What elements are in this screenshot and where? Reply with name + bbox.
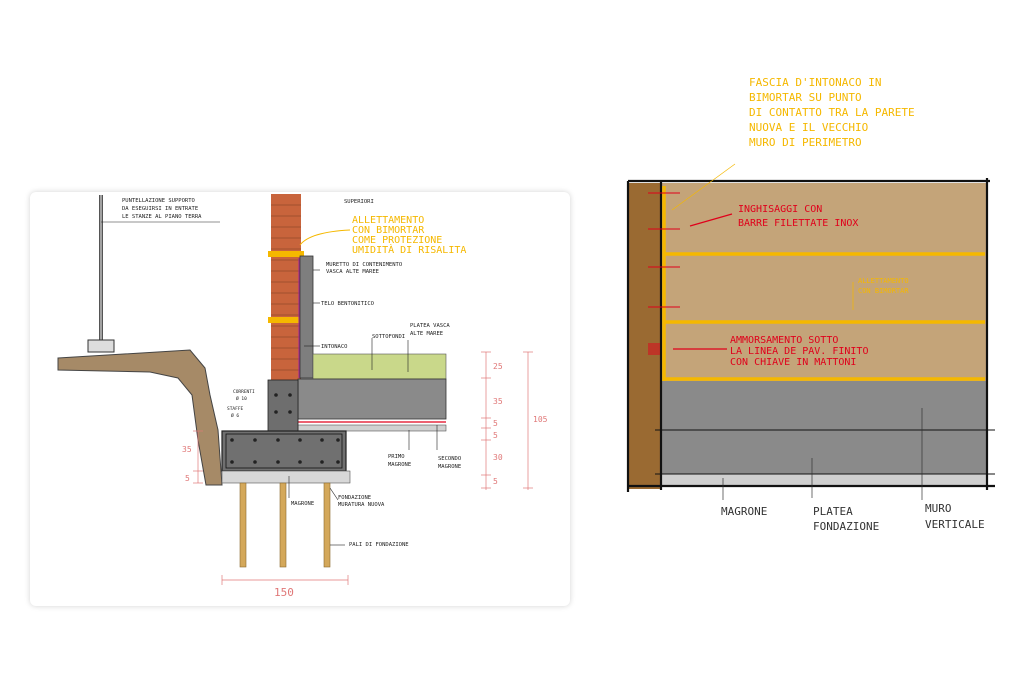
wall-base <box>267 379 299 433</box>
note-fondazione-1: FONDAZIONE <box>338 495 371 501</box>
bottom-labels: MAGRONE PLATEA FONDAZIONE MURO VERTICALE <box>721 502 985 533</box>
note-correnti-1: CORRENTI <box>233 389 255 395</box>
shore-base <box>87 339 115 353</box>
pile-1 <box>239 482 247 568</box>
brick-wall <box>271 194 301 380</box>
svg-text:BARRE FILETTATE INOX: BARRE FILETTATE INOX <box>738 218 858 229</box>
note-muretto-1: MURETTO DI CONTENIMENTO <box>326 262 402 268</box>
note-primo-magrone-2: MAGRONE <box>388 462 411 468</box>
fascia-note: FASCIA D'INTONACO IN BIMORTAR SU PUNTO D… <box>749 76 915 149</box>
svg-text:ALLETTAMENTO: ALLETTAMENTO <box>858 277 909 285</box>
svg-text:VERTICALE: VERTICALE <box>925 518 985 531</box>
svg-text:CON BIMORTAR: CON BIMORTAR <box>352 225 425 236</box>
note-primo-magrone-1: PRIMO <box>388 454 405 460</box>
brick-key <box>648 343 660 355</box>
dimension-labels: 25 35 5 5 30 5 105 35 5 150 <box>182 362 548 599</box>
note-pali: PALI DI FONDAZIONE <box>349 542 409 548</box>
note-staffe-2: Ø 6 <box>231 412 239 419</box>
svg-text:5: 5 <box>493 431 498 440</box>
svg-text:COME PROTEZIONE: COME PROTEZIONE <box>352 235 442 246</box>
svg-text:35: 35 <box>182 445 192 454</box>
svg-text:CON CHIAVE IN MATTONI: CON CHIAVE IN MATTONI <box>730 357 856 368</box>
leader-lines <box>101 221 438 546</box>
svg-text:MURO DI PERIMETRO: MURO DI PERIMETRO <box>749 136 862 149</box>
terrain <box>57 349 223 486</box>
right-elevation-drawing <box>626 163 995 500</box>
bimortar-joints <box>662 186 985 381</box>
note-puntellazione-1: PUNTELLAZIONE SUPPORTO <box>122 198 195 204</box>
dimension-lines <box>193 351 533 585</box>
lean-layer <box>661 474 987 486</box>
svg-text:35: 35 <box>493 397 503 406</box>
note-platea-1: PLATEA VASCA <box>410 323 450 329</box>
note-superiori: SUPERIORI <box>344 199 374 205</box>
svg-text:NUOVA E IL VECCHIO: NUOVA E IL VECCHIO <box>749 121 868 134</box>
svg-text:DI CONTATTO TRA LA PARETE: DI CONTATTO TRA LA PARETE <box>749 106 915 119</box>
svg-text:AMMORSAMENTO SOTTO: AMMORSAMENTO SOTTO <box>730 335 838 346</box>
containment-wall <box>299 255 314 379</box>
svg-text:25: 25 <box>493 362 503 371</box>
svg-text:5: 5 <box>493 419 498 428</box>
svg-text:5: 5 <box>185 474 190 483</box>
allettamento-right: ALLETTAMENTO CON BIMORTAR <box>858 277 909 295</box>
left-labels: PUNTELLAZIONE SUPPORTO DA ESEGUIRSI IN E… <box>122 198 461 548</box>
foundation-beam <box>221 430 347 472</box>
svg-text:5: 5 <box>493 477 498 486</box>
note-secondo-magrone-2: MAGRONE <box>438 464 461 470</box>
right-leaders <box>671 163 923 500</box>
note-platea-2: ALTE MAREE <box>410 331 443 337</box>
note-staffe-1: STAFFE <box>227 406 244 412</box>
note-magrone: MAGRONE <box>291 501 314 507</box>
note-secondo-magrone-1: SECONDO <box>438 456 461 462</box>
svg-text:LA LINEA DE PAV. FINITO: LA LINEA DE PAV. FINITO <box>730 346 868 357</box>
steel-bars <box>648 192 680 308</box>
left-section-drawing <box>57 194 533 585</box>
old-wall <box>628 183 661 489</box>
svg-text:BIMORTAR SU PUNTO: BIMORTAR SU PUNTO <box>749 91 862 104</box>
svg-text:PLATEA: PLATEA <box>813 505 853 518</box>
svg-text:CON BIMORTAR: CON BIMORTAR <box>858 287 909 295</box>
note-puntellazione-3: LE STANZE AL PIANO TERRA <box>122 214 202 220</box>
brick-joints <box>271 204 301 371</box>
svg-text:30: 30 <box>493 453 503 462</box>
lean-concrete <box>221 470 351 484</box>
note-correnti-2: Ø 10 <box>236 395 247 402</box>
pile-3 <box>323 482 331 568</box>
note-sottofondi: SOTTOFONDI <box>372 334 405 340</box>
svg-text:UMIDITÀ DI RISALITA: UMIDITÀ DI RISALITA <box>352 243 466 256</box>
allettamento-note: ALLETTAMENTO CON BIMORTAR COME PROTEZION… <box>352 215 466 256</box>
note-muretto-2: VASCA ALTE MAREE <box>326 269 379 275</box>
screed <box>312 353 447 380</box>
svg-text:150: 150 <box>274 586 294 599</box>
svg-text:FONDAZIONE: FONDAZIONE <box>813 520 879 533</box>
new-masonry <box>661 183 987 381</box>
bimortar-band-2 <box>268 317 304 323</box>
note-telo: TELO BENTONITICO <box>321 301 374 307</box>
pile-2 <box>279 482 287 568</box>
svg-text:ALLETTAMENTO: ALLETTAMENTO <box>352 215 424 226</box>
svg-text:105: 105 <box>533 415 548 424</box>
note-puntellazione-2: DA ESEGUIRSI IN ENTRATE <box>122 206 198 212</box>
foundation-slab <box>661 381 987 474</box>
tank-slab <box>297 378 447 420</box>
rebars <box>230 393 340 464</box>
svg-text:FASCIA D'INTONACO IN: FASCIA D'INTONACO IN <box>749 76 881 89</box>
bimortar-band-1 <box>268 251 304 257</box>
svg-text:MURO: MURO <box>925 502 952 515</box>
note-intonaco: INTONACO <box>321 344 348 350</box>
note-fondazione-2: MURATURA NUOVA <box>338 502 385 508</box>
svg-text:INGHISAGGI CON: INGHISAGGI CON <box>738 204 822 215</box>
svg-text:MAGRONE: MAGRONE <box>721 505 767 518</box>
red-notes: INGHISAGGI CON BARRE FILETTATE INOX AMMO… <box>730 204 868 368</box>
